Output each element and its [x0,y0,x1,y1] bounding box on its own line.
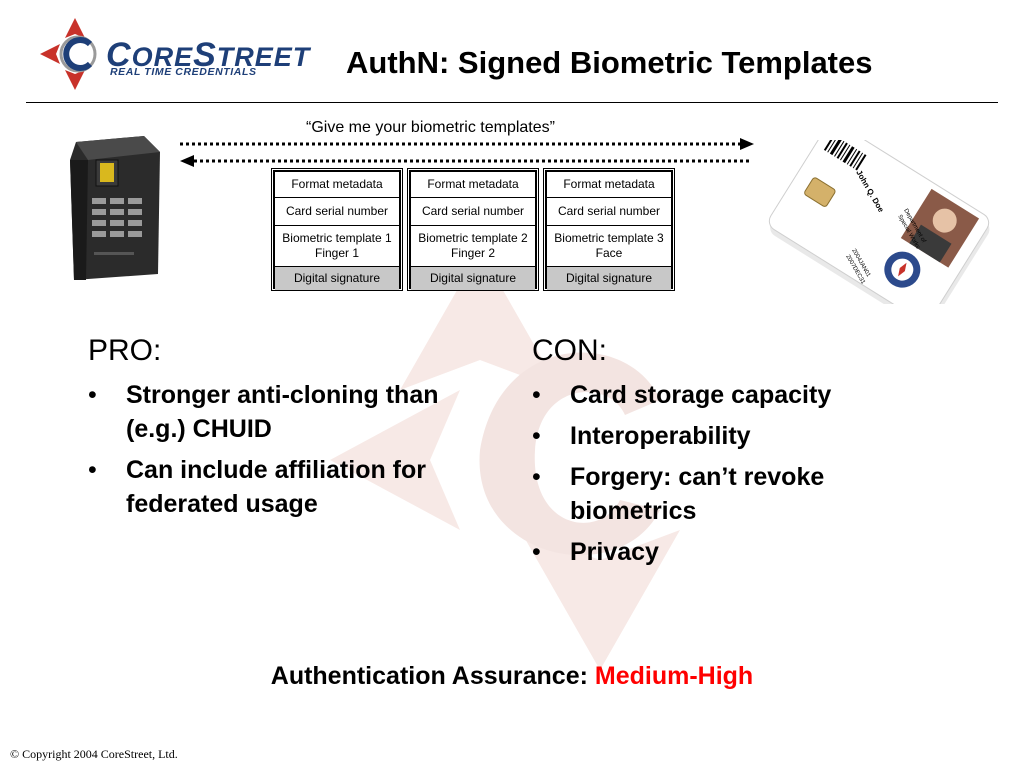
exchange-arrows [180,138,754,167]
template-record-2: Format metadata Card serial number Biome… [407,168,539,291]
request-caption: “Give me your biometric templates” [306,119,555,136]
digital-signature-cell: Digital signature [275,267,399,290]
format-metadata-cell: Format metadata [275,172,399,198]
con-heading: CON: [532,334,607,367]
slide-title: AuthN: Signed Biometric Templates [346,45,873,80]
logo-wordmark: CORESTREET [106,36,311,74]
arrow-right-icon [740,138,754,150]
format-metadata-cell: Format metadata [411,172,535,198]
list-item: •Privacy [532,538,659,566]
list-item: •Stronger anti-cloning than (e.g.) CHUID [88,381,439,443]
template-record-1: Format metadata Card serial number Biome… [271,168,403,291]
barcode-icon [823,140,867,171]
list-item: •Can include affiliation for federated u… [88,456,427,518]
title-divider [26,102,998,103]
fingerprint-reader-icon [70,136,160,280]
list-item: •Forgery: can’t revoke biometrics [532,463,825,525]
con-list: •Card storage capacity •Interoperability… [532,378,912,576]
pro-heading: PRO: [88,334,162,367]
corestreet-logo: CORESTREET REAL TIME CREDENTIALS [40,18,309,90]
card-serial-cell: Card serial number [411,198,535,226]
pro-list: •Stronger anti-cloning than (e.g.) CHUID… [88,378,498,528]
list-item: •Interoperability [532,422,751,450]
card-serial-cell: Card serial number [275,198,399,226]
corestreet-watermark [330,250,680,670]
arrow-left-icon [180,155,194,167]
logo-emblem-icon [40,18,97,90]
list-item: •Card storage capacity [532,381,832,409]
chip-icon [804,177,836,207]
card-serial-cell: Card serial number [547,198,671,226]
format-metadata-cell: Format metadata [547,172,671,198]
assurance-value: Medium-High [594,662,754,690]
logo-tagline: REAL TIME CREDENTIALS [110,66,257,78]
digital-signature-cell: Digital signature [411,267,535,290]
template-record-3: Format metadata Card serial number Biome… [543,168,675,291]
smart-id-card: John Q. Doe Department of Special Works … [768,140,990,304]
assurance-statement: Authentication Assurance: Medium-High [0,662,1024,691]
digital-signature-cell: Digital signature [547,267,671,290]
assurance-label: Authentication Assurance: [270,662,595,690]
copyright-notice: © Copyright 2004 CoreStreet, Ltd. [10,747,178,761]
